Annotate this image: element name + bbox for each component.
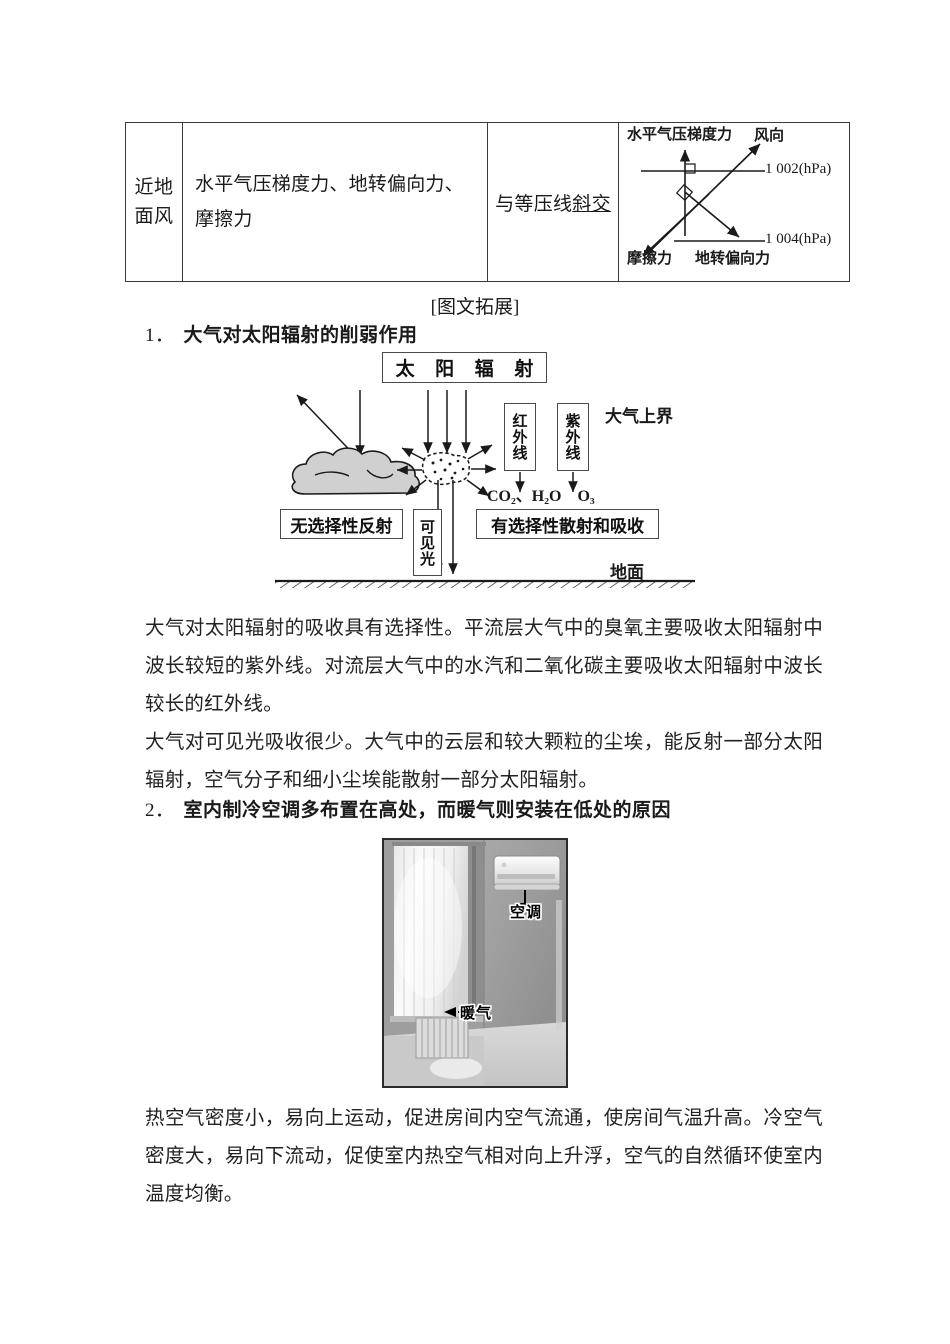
heading-2: 2． 室内制冷空调多布置在高处，而暖气则安装在低处的原因 <box>145 795 671 822</box>
visible-light-box: 可见光 <box>413 509 442 576</box>
table-cell-wind-type: 近地 面风 <box>125 122 183 282</box>
ground-label: 地面 <box>610 563 644 583</box>
heading-2-number: 2． <box>145 800 175 821</box>
heading-2-text: 室内制冷空调多布置在高处，而暖气则安装在低处的原因 <box>183 799 672 821</box>
friction-force-label: 摩擦力 <box>627 250 673 267</box>
aerosol-cluster <box>421 452 471 486</box>
table-cell-force-diagram: 水平气压梯度力 风向 1 002(hPa) 1 004(hPa) 摩擦力 地转偏… <box>618 122 850 282</box>
no-selective-reflection-box: 无选择性反射 <box>280 509 403 539</box>
greenhouse-gases-label: CO₂、H₂O O₃ <box>487 488 595 505</box>
heading-1-number: 1． <box>145 325 175 346</box>
sun-diagram-svg <box>275 390 695 588</box>
room-photo-svg <box>384 840 566 1086</box>
isobar-1004-label: 1 004(hPa) <box>765 230 832 247</box>
wind-type-label-line2: 面风 <box>134 206 174 227</box>
solar-radiation-box: 太 阳 辐 射 <box>382 352 547 383</box>
air-conditioner <box>493 855 561 891</box>
heading-1-text: 大气对太阳辐射的削弱作用 <box>183 324 418 346</box>
table-row: 近地 面风 水平气压梯度力、地转偏向力、摩擦力 与等压线斜交 <box>125 122 850 282</box>
relation-prefix: 与等压线 <box>495 193 573 215</box>
room-photo: 空调 暖气 <box>382 838 568 1088</box>
atmosphere-top-label: 大气上界 <box>605 407 673 427</box>
wind-direction-label: 风向 <box>754 127 785 144</box>
cloud-shape <box>291 447 420 495</box>
table-cell-forces: 水平气压梯度力、地转偏向力、摩擦力 <box>182 122 488 282</box>
paragraph-absorption: 大气对太阳辐射的吸收具有选择性。平流层大气中的臭氧主要吸收太阳辐射中波长较短的紫… <box>145 618 823 715</box>
paragraph-visible-light: 大气对可见光吸收很少。大气中的云层和较大颗粒的尘埃，能反射一部分太阳辐射，空气分… <box>145 732 823 791</box>
near-surface-wind-table: 近地 面风 水平气压梯度力、地转偏向力、摩擦力 与等压线斜交 <box>125 122 850 282</box>
ultraviolet-box: 紫外线 <box>557 403 589 471</box>
selective-scatter-absorb-box: 有选择性散射和吸收 <box>476 509 659 539</box>
heading-1: 1． 大气对太阳辐射的削弱作用 <box>145 320 418 347</box>
section-caption: [图文拓展] <box>430 297 520 318</box>
force-diagram-svg <box>641 142 765 257</box>
gradient-force-label: 水平气压梯度力 <box>627 126 733 143</box>
wind-type-label-line1: 近地 <box>134 176 174 198</box>
air-conditioner-label: 空调 <box>510 903 543 921</box>
table-cell-relation: 与等压线斜交 <box>487 122 619 282</box>
radiator <box>415 1017 469 1059</box>
coriolis-force-label: 地转偏向力 <box>695 250 771 267</box>
paragraph-convection: 热空气密度小，易向上运动，促进房间内空气流通，使房间气温升高。冷空气密度大，易向… <box>145 1108 823 1205</box>
relation-underlined: 斜交 <box>572 193 611 215</box>
force-vector-diagram: 水平气压梯度力 风向 1 002(hPa) 1 004(hPa) 摩擦力 地转偏… <box>619 124 849 281</box>
solar-radiation-attenuation-diagram: 太 阳 辐 射 红外线 紫外线 无选择性反射 可见光 有选择性散射和吸收 大气上… <box>275 352 695 600</box>
infrared-box: 红外线 <box>504 403 536 471</box>
radiator-label: 暖气 <box>460 1004 493 1022</box>
isobar-1002-label: 1 002(hPa) <box>765 160 832 177</box>
